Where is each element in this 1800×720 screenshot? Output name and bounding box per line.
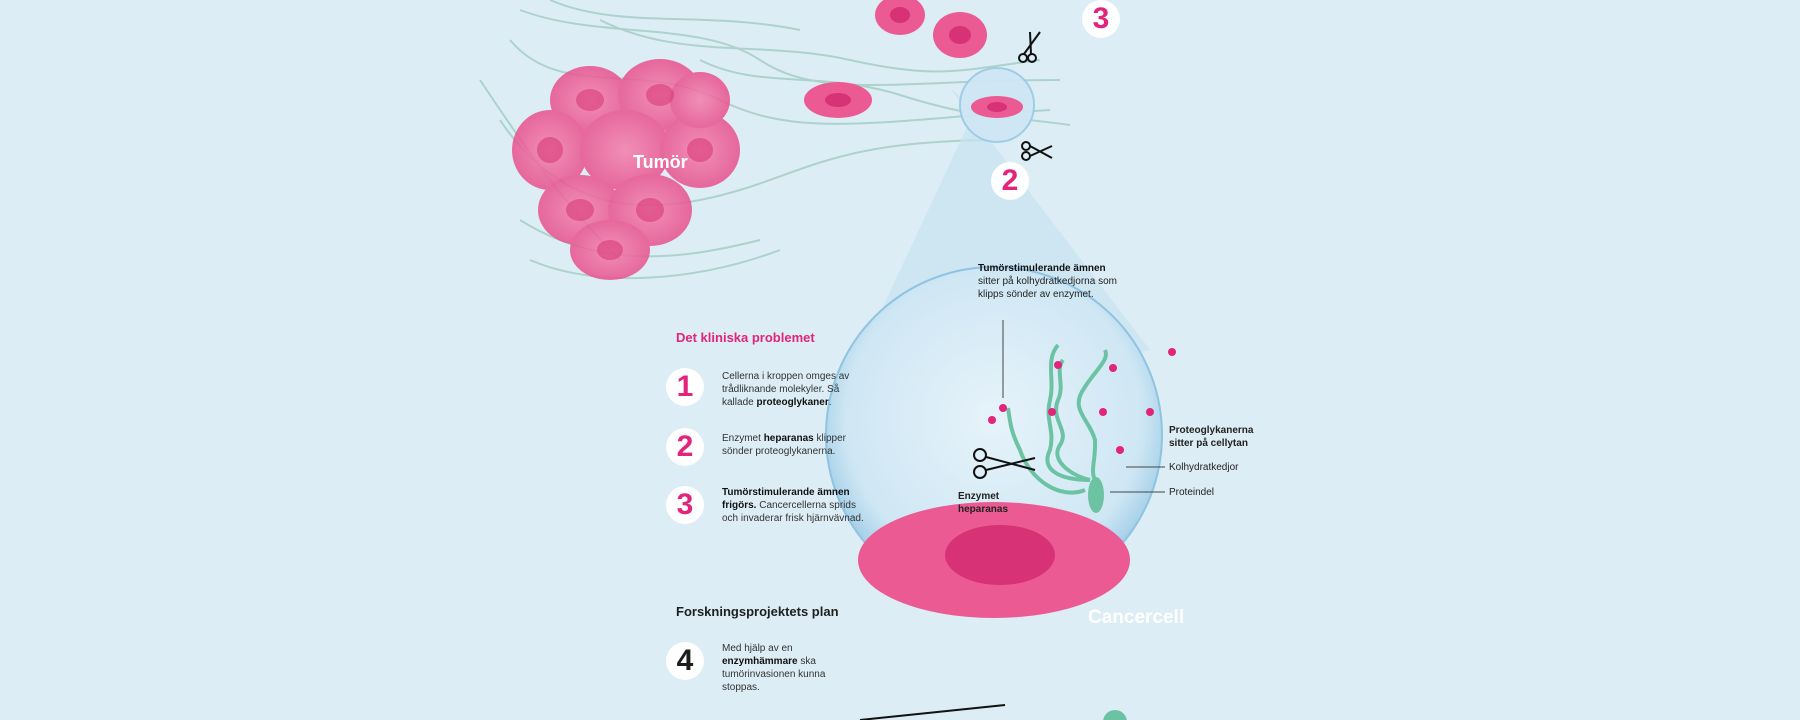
marker-3: 3 [1082, 0, 1120, 38]
migrating-cells [804, 0, 987, 118]
callout-protein-part: Proteindel [1169, 487, 1215, 498]
step-4-text: Med hjälp av en enzymhämmare ska tumörin… [722, 643, 826, 693]
scissors-icon-small-top [1018, 31, 1041, 63]
step-3-text: Tumörstimulerande ämnen frigörs. Cancerc… [722, 487, 864, 524]
marker-2: 2 [991, 162, 1029, 200]
step-2-text: Enzymet heparanas klipper sönder proteog… [722, 433, 846, 457]
step-4-number: 4 [666, 642, 704, 680]
step-3-number: 3 [666, 486, 704, 524]
cancer-cell-nucleus [945, 525, 1055, 585]
protein-core [1088, 477, 1104, 513]
scissors-icon-small-bottom [1021, 141, 1053, 161]
callout-proteoglycans: Proteoglykanerna sitter på cellytan [1169, 425, 1254, 449]
tumor-cluster [512, 59, 740, 280]
clinical-heading: Det kliniska problemet [676, 330, 815, 345]
step-2-number: 2 [666, 428, 704, 466]
proteoglycan [1006, 343, 1108, 495]
callout-carbohydrate-chains: Kolhydratkedjor [1169, 462, 1239, 473]
callout-enzyme: Enzymet heparanas [958, 491, 1009, 515]
step-1-text: Cellerna i kroppen omges av trådliknande… [722, 371, 850, 408]
plan-heading: Forskningsprojektets plan [676, 604, 839, 619]
bottom-partial-illustration [859, 704, 1006, 720]
tumor-stimulating-dots [988, 348, 1176, 454]
tumor-label: Tumör [633, 152, 688, 172]
cancer-cell-label: Cancercell [1088, 607, 1185, 628]
step-1-number: 1 [666, 368, 704, 406]
scissors-icon [973, 448, 1036, 479]
